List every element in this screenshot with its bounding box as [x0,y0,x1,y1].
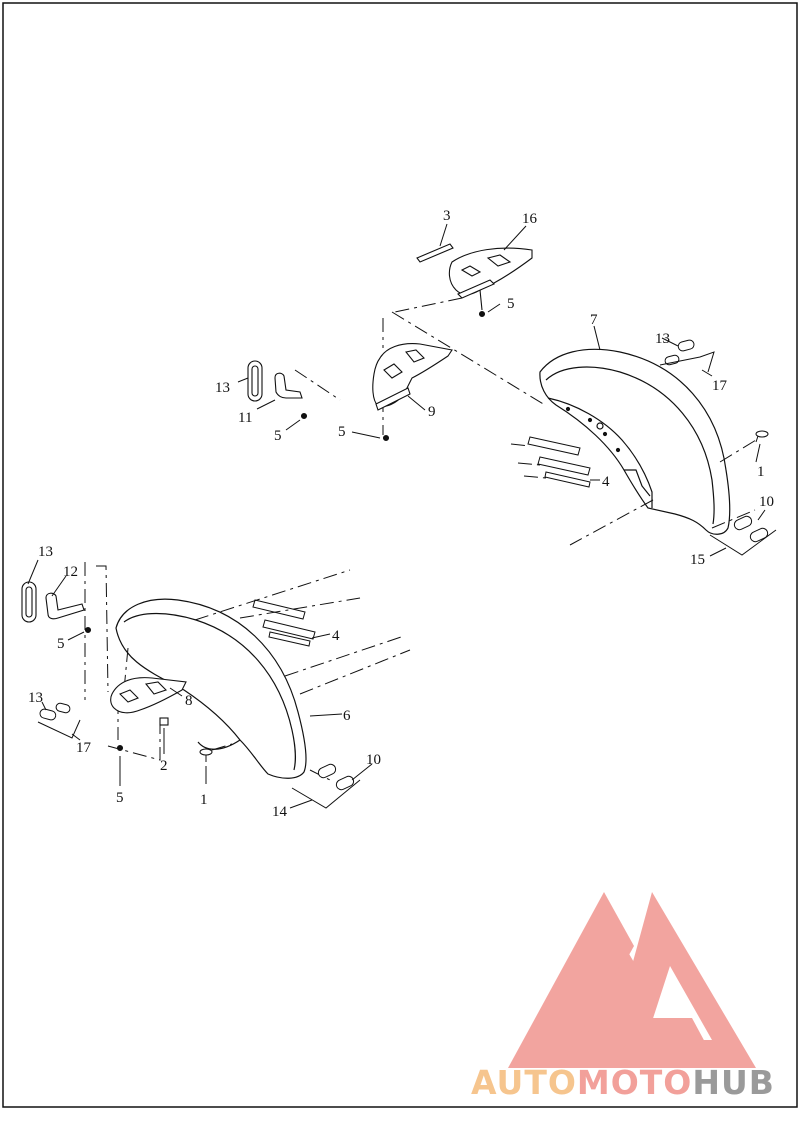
callout-5: 5 [57,636,65,652]
rear-screw [755,430,769,443]
front-lower-bracket [110,677,187,752]
front-fender [115,598,307,779]
rear-trim-strips [527,436,591,488]
callout-11: 11 [238,410,252,426]
callout-numbers: 3 16 5 7 13 17 13 11 5 9 5 1 4 10 15 13 … [28,208,774,820]
rear-leader-lines [294,297,757,546]
callout-14: 14 [272,804,288,820]
callout-6: 6 [343,708,351,724]
callout-17: 17 [76,740,92,756]
front-screw [199,748,213,762]
callout-5: 5 [274,428,282,444]
callout-12: 12 [63,564,78,580]
svg-text:AUTOMOTOHUB: AUTOMOTOHUB [471,1063,775,1102]
logo-text-hub: HUB [692,1063,775,1102]
callout-1: 1 [200,792,208,808]
callout-leaders [27,223,766,809]
page-border [2,2,798,1108]
middle-bracket [372,343,453,442]
callout-1: 1 [757,464,765,480]
callout-2: 2 [160,758,168,774]
front-trim-strips [252,599,316,647]
callout-10: 10 [366,752,381,768]
callout-8: 8 [185,693,193,709]
callout-16: 16 [522,211,538,227]
callout-17: 17 [712,378,728,394]
logo-text-auto: AUTO [471,1063,577,1102]
logo-emblem [508,892,756,1068]
watermark-logo: AUTOMOTOHUB [471,892,775,1102]
front-marker-lights [291,763,361,809]
front-side-reflector-bracket [21,581,92,634]
upper-bracket-assembly [416,243,533,318]
callout-13: 13 [38,544,53,560]
callout-13: 13 [215,380,230,396]
rear-marker-lights [709,515,777,556]
rear-fender [539,348,731,535]
callout-9: 9 [428,404,436,420]
callout-7: 7 [590,312,598,328]
callout-4: 4 [332,628,340,644]
callout-10: 10 [759,494,774,510]
rear-side-reflectors [659,339,715,373]
callout-5: 5 [116,790,124,806]
callout-15: 15 [690,552,705,568]
callout-5: 5 [507,296,515,312]
callout-4: 4 [602,474,610,490]
logo-text-moto: MOTO [577,1063,692,1102]
front-leader-lines [84,562,411,781]
side-reflector-bracket [247,360,308,420]
callout-3: 3 [443,208,451,224]
callout-13: 13 [655,331,670,347]
callout-5: 5 [338,424,346,440]
front-side-reflectors [37,702,81,739]
callout-13: 13 [28,690,43,706]
